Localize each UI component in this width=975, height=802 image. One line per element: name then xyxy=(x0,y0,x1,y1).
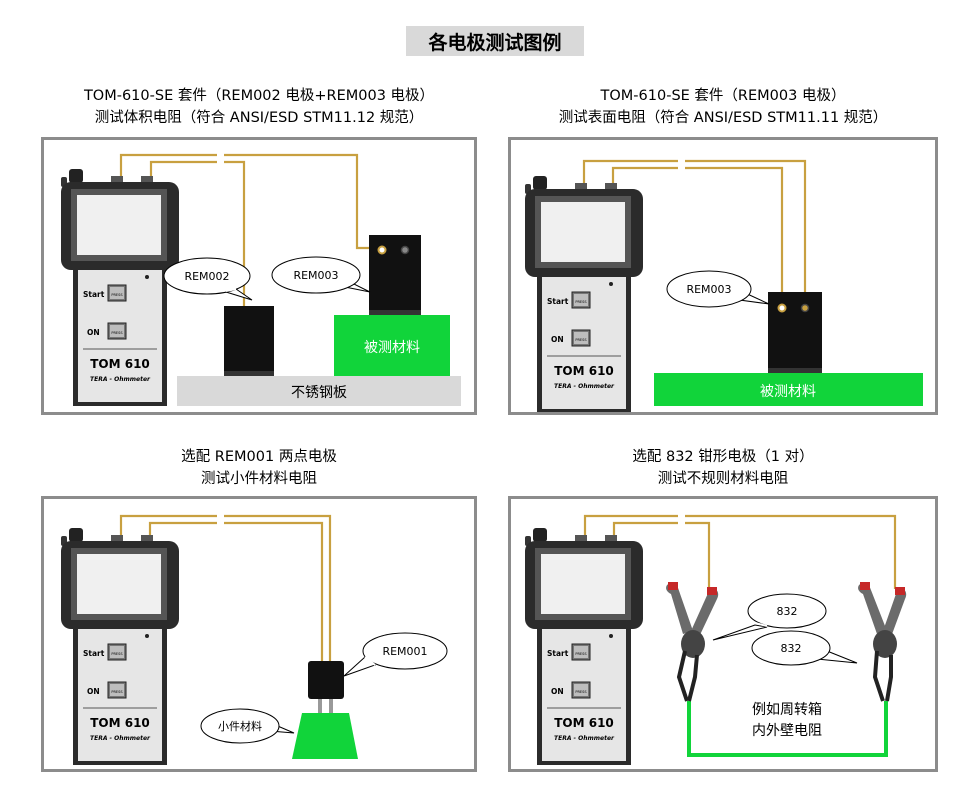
meter-brand: TERA - Ohmmeter xyxy=(90,376,151,383)
callout-832-bottom-text: 832 xyxy=(781,642,802,655)
meter-on-label: ON xyxy=(87,328,100,337)
callout-rem002: REM002 xyxy=(163,257,253,301)
caption-panel-3-line2: 测试小件材料电阻 xyxy=(201,471,317,487)
caption-panel-2-line1: TOM-610-SE 套件（REM003 电极） xyxy=(600,88,846,104)
callout-rem001-text: REM001 xyxy=(382,645,427,658)
meter-on-button-label: PRESS xyxy=(575,690,587,694)
callout-rem003: REM003 xyxy=(271,256,371,294)
meter-on-label: ON xyxy=(551,687,564,696)
meter-start-button-label: PRESS xyxy=(575,300,587,304)
callout-rem002-text: REM002 xyxy=(184,270,229,283)
meter-start-button-label: PRESS xyxy=(111,652,123,656)
irregular-material-outline xyxy=(687,701,888,757)
meter-on-button-label: PRESS xyxy=(111,690,123,694)
ohmmeter-device: Start PRESS ON PRESS TOM 610 TERA - Ohmm… xyxy=(524,175,644,412)
callout-832-bottom: 832 xyxy=(751,630,858,666)
meter-start-label: Start xyxy=(547,297,569,306)
meter-model: TOM 610 xyxy=(90,716,150,730)
callout-rem003: REM003 xyxy=(666,270,770,308)
clamp-electrode-right xyxy=(858,582,907,702)
meter-on-label: ON xyxy=(551,335,564,344)
material-text-block: 例如周转箱 内外壁电阻 xyxy=(752,702,822,739)
material-label: 被测材料 xyxy=(760,384,816,400)
caption-panel-1-line2: 测试体积电阻（符合 ANSI/ESD STM11.12 规范） xyxy=(94,110,424,126)
panel-surface-resistance: Start PRESS ON PRESS TOM 610 TERA - Ohmm… xyxy=(508,137,938,415)
panel-volume-resistance: Start PRESS ON PRESS TOM 610 TERA - Ohmm… xyxy=(41,137,477,415)
caption-panel-1: TOM-610-SE 套件（REM002 电极+REM003 电极） 测试体积电… xyxy=(41,85,477,129)
callout-832-top-text: 832 xyxy=(777,605,798,618)
test-material-sheet xyxy=(654,373,923,406)
meter-on-button-label: PRESS xyxy=(575,338,587,342)
meter-start-label: Start xyxy=(83,290,105,299)
meter-model: TOM 610 xyxy=(90,357,150,371)
rem003-electrode xyxy=(364,235,426,315)
caption-panel-2: TOM-610-SE 套件（REM003 电极） 测试表面电阻（符合 ANSI/… xyxy=(508,85,938,129)
meter-start-button-label: PRESS xyxy=(111,293,123,297)
rem003-electrode xyxy=(763,292,827,373)
caption-panel-2-line2: 测试表面电阻（符合 ANSI/ESD STM11.11 规范） xyxy=(558,110,888,126)
panel-irregular-material: Start PRESS ON PRESS TOM 610 TERA - Ohmm… xyxy=(508,496,938,772)
meter-model: TOM 610 xyxy=(554,716,614,730)
callout-832-top: 832 xyxy=(712,593,827,641)
plate-label: 不锈钢板 xyxy=(291,385,347,401)
meter-brand: TERA - Ohmmeter xyxy=(554,735,615,742)
ohmmeter-device: Start PRESS ON PRESS TOM 610 TERA - Ohmm… xyxy=(60,168,180,407)
meter-on-button-label: PRESS xyxy=(111,331,123,335)
caption-panel-4: 选配 832 钳形电极（1 对） 测试不规则材料电阻 xyxy=(508,446,938,490)
meter-brand: TERA - Ohmmeter xyxy=(90,735,151,742)
material-line1: 例如周转箱 xyxy=(752,702,822,718)
ohmmeter-device: Start PRESS ON PRESS TOM 610 TERA - Ohmm… xyxy=(524,527,644,766)
ohmmeter-device: Start PRESS ON PRESS TOM 610 TERA - Ohmm… xyxy=(60,527,180,766)
meter-on-label: ON xyxy=(87,687,100,696)
meter-start-button-label: PRESS xyxy=(575,652,587,656)
clamp-electrode-left xyxy=(666,582,719,702)
meter-start-label: Start xyxy=(547,649,569,658)
caption-panel-4-line1: 选配 832 钳形电极（1 对） xyxy=(632,449,814,465)
caption-panel-3: 选配 REM001 两点电极 测试小件材料电阻 xyxy=(41,446,477,490)
callout-small-part: 小件材料 xyxy=(200,708,295,744)
small-part-material xyxy=(292,713,358,759)
callout-rem001: REM001 xyxy=(343,632,448,677)
rem002-electrode xyxy=(219,306,279,376)
caption-panel-4-line2: 测试不规则材料电阻 xyxy=(657,471,789,487)
page-title: 各电极测试图例 xyxy=(406,26,584,56)
stainless-steel-plate xyxy=(177,376,461,406)
caption-panel-1-line1: TOM-610-SE 套件（REM002 电极+REM003 电极） xyxy=(83,88,435,104)
meter-brand: TERA - Ohmmeter xyxy=(554,383,615,390)
caption-panel-3-line1: 选配 REM001 两点电极 xyxy=(181,449,337,465)
material-line2: 内外壁电阻 xyxy=(752,723,822,739)
rem001-electrode xyxy=(308,661,344,715)
meter-model: TOM 610 xyxy=(554,364,614,378)
callout-rem003-text: REM003 xyxy=(293,269,338,282)
callout-small-part-text: 小件材料 xyxy=(218,719,262,733)
test-material-block xyxy=(334,315,450,376)
meter-start-label: Start xyxy=(83,649,105,658)
callout-rem003-text: REM003 xyxy=(686,283,731,296)
panel-small-parts: Start PRESS ON PRESS TOM 610 TERA - Ohmm… xyxy=(41,496,477,772)
material-label: 被测材料 xyxy=(364,340,420,356)
